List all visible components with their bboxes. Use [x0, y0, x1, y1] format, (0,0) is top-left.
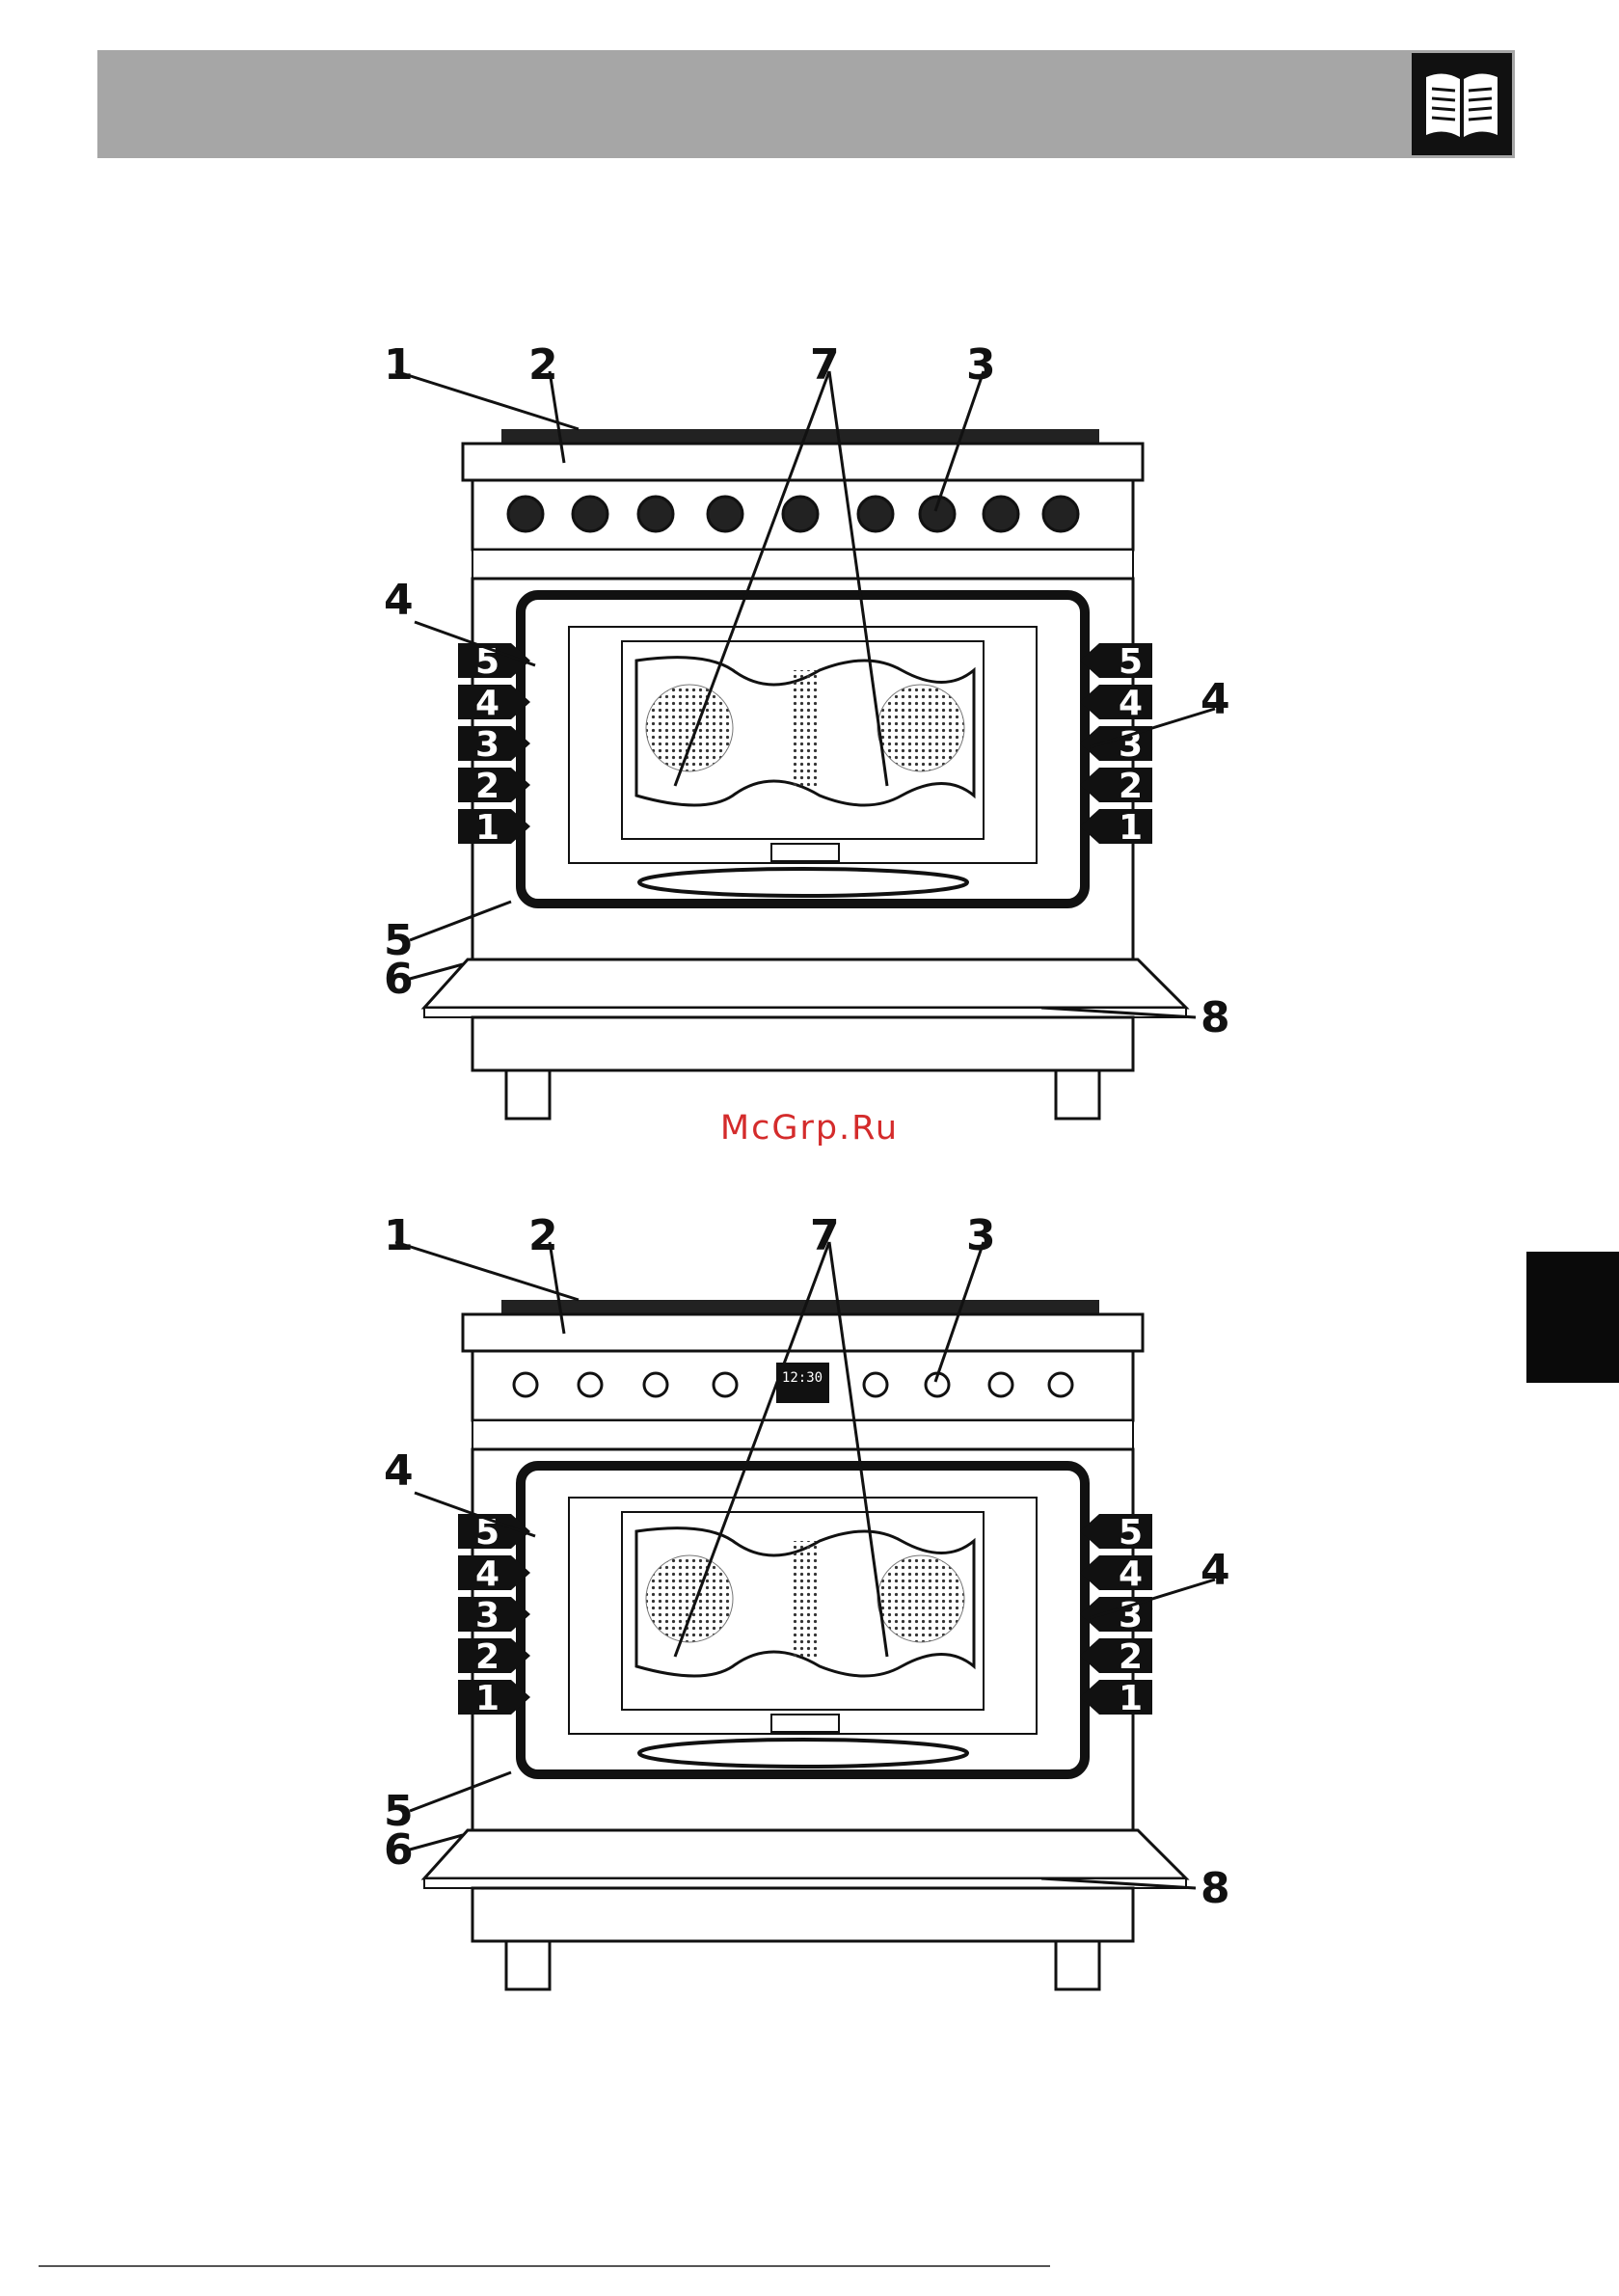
shelf-label-right-2: 2	[1119, 767, 1143, 806]
shelf-label-right-4: 4	[1119, 1554, 1143, 1594]
shelf-label-right-1: 1	[1119, 1679, 1143, 1718]
knob-8	[1049, 1373, 1072, 1396]
knob-4	[708, 497, 742, 531]
manual-book-icon	[1412, 53, 1512, 155]
shelf-label-right-5: 5	[1119, 642, 1143, 682]
header-bar	[97, 50, 1515, 158]
knob-5	[864, 1373, 887, 1396]
knob-6	[858, 497, 893, 531]
fan-grid-left	[646, 1555, 733, 1642]
knob-9	[1043, 497, 1078, 531]
callout-6: 6	[384, 1825, 414, 1875]
figure-oven-clock: 12:30 54321 54321	[366, 1213, 1254, 2004]
knob-2	[573, 497, 607, 531]
fan-grid-left	[646, 685, 733, 771]
shelf-label-right-1: 1	[1119, 808, 1143, 848]
shelf-label-right-5: 5	[1119, 1513, 1143, 1553]
right-foot	[1056, 1941, 1099, 1989]
shelf-label-left-3: 3	[475, 1596, 499, 1635]
knob-3	[638, 497, 673, 531]
shelf-label-left-2: 2	[475, 1637, 499, 1677]
knob-3	[644, 1373, 667, 1396]
fan-grid-right	[877, 685, 964, 771]
watermark: McGrp.Ru	[0, 1109, 1619, 1148]
footer-rule	[39, 2265, 1050, 2267]
center-vent	[791, 670, 818, 786]
callout-4a: 4	[384, 1446, 414, 1496]
panel-strip	[472, 550, 1133, 579]
knob-8	[984, 497, 1018, 531]
knob-5	[783, 497, 818, 531]
callout-1: 1	[384, 340, 414, 390]
callout-4b: 4	[1201, 1546, 1230, 1595]
knob-2	[579, 1373, 602, 1396]
storage-compartment	[472, 1888, 1133, 1941]
callout-6: 6	[384, 955, 414, 1004]
cavity-light	[771, 1715, 839, 1732]
callout-4a: 4	[384, 576, 414, 625]
callout-2: 2	[528, 340, 558, 390]
callout-8: 8	[1201, 1864, 1230, 1913]
shelf-label-left-1: 1	[475, 808, 499, 848]
callout-3: 3	[966, 340, 996, 390]
knob-4	[714, 1373, 737, 1396]
oven-door	[424, 959, 1186, 1008]
clock-time: 12:30	[782, 1370, 823, 1386]
callout-3: 3	[966, 1211, 996, 1260]
shelf-label-right-2: 2	[1119, 1637, 1143, 1677]
knob-row	[508, 497, 1078, 531]
callout-7: 7	[810, 340, 840, 390]
callout-8: 8	[1201, 993, 1230, 1042]
shelf-label-left-4: 4	[475, 684, 499, 723]
callout-4b: 4	[1201, 675, 1230, 724]
callout-1: 1	[384, 1211, 414, 1260]
storage-compartment	[472, 1017, 1133, 1070]
shelf-label-left-1: 1	[475, 1679, 499, 1718]
knob-1	[514, 1373, 537, 1396]
oven-door	[424, 1830, 1186, 1878]
knob-7	[989, 1373, 1012, 1396]
shelf-label-left-4: 4	[475, 1554, 499, 1594]
shelf-label-right-4: 4	[1119, 684, 1143, 723]
panel-strip	[472, 1420, 1133, 1449]
section-tab	[1526, 1252, 1619, 1383]
center-vent	[791, 1541, 818, 1657]
left-foot	[506, 1941, 550, 1989]
shelf-label-left-2: 2	[475, 767, 499, 806]
callout-7: 7	[810, 1211, 840, 1260]
fan-grid-right	[877, 1555, 964, 1642]
knob-1	[508, 497, 543, 531]
callout-2: 2	[528, 1211, 558, 1260]
shelf-label-left-3: 3	[475, 725, 499, 765]
cavity-light	[771, 844, 839, 861]
